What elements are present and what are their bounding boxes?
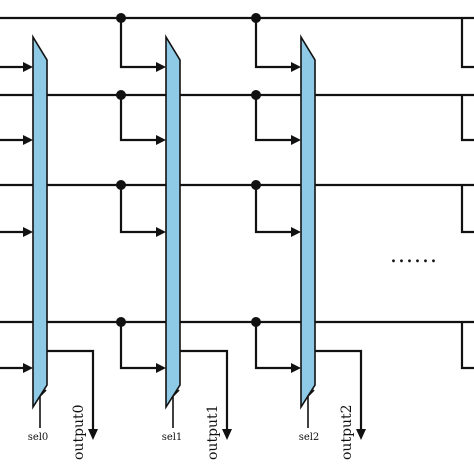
sel-label-0: sel0 [28,432,49,443]
mux2-select-line [307,389,315,428]
output-label-0: output0 [71,404,87,460]
mux0-input-arrows [0,62,33,373]
output-label-1: output1 [205,404,221,460]
mux0-output-wire [47,349,98,440]
mux2-output-wire [315,349,366,440]
mux2-body [300,34,316,410]
continuation-ellipsis: ...... [390,243,438,268]
output-label-2: output2 [339,404,355,460]
mux2-input-taps [251,13,301,373]
mux1-body [165,34,181,410]
right-edge-wire-2 [460,185,474,234]
right-edge-wire-0 [460,18,474,69]
mux0-body [32,34,48,410]
right-edge-wire-1 [460,95,474,142]
sel-label-1: sel1 [162,432,183,443]
mux1-output-wire [180,349,232,440]
sel-label-2: sel2 [299,432,320,443]
mux0-select-line [39,389,47,428]
mux1-input-taps [116,13,166,373]
right-edge-wire-3 [460,322,474,370]
mux1-select-line [172,389,180,428]
